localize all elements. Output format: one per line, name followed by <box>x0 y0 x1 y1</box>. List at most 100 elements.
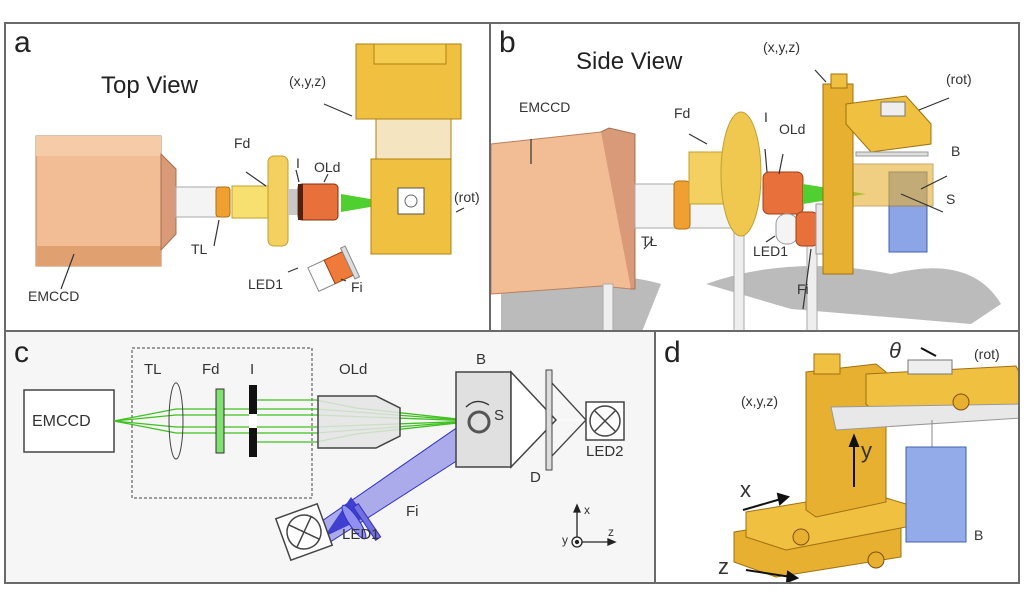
label-tl: TL <box>144 361 162 378</box>
knob <box>792 528 810 546</box>
label-xyz: (x,y,z) <box>763 39 801 55</box>
label-tl: TL <box>191 241 208 257</box>
iris <box>288 189 300 215</box>
objective <box>317 395 401 449</box>
label-rot: (rot) <box>454 189 480 205</box>
tube-lens <box>673 180 691 230</box>
emccd-box <box>23 389 115 453</box>
mounting-plate <box>855 151 929 157</box>
knob <box>952 393 970 411</box>
objective <box>297 183 339 221</box>
mounting-plate <box>830 403 1018 431</box>
leader-lines <box>530 69 950 310</box>
emccd-nose <box>160 152 177 252</box>
filter-wheel <box>267 155 289 247</box>
motion-arrows <box>742 347 937 582</box>
label-fd: Fd <box>674 105 691 121</box>
post <box>733 223 745 330</box>
panel-a-top-view: a Top View EMCCD TL Fd I OLd LED1 Fi (x,… <box>4 22 491 332</box>
rotation-mount <box>907 359 953 375</box>
iris-aperture <box>249 414 257 428</box>
led1-body <box>795 211 819 247</box>
knob <box>867 551 885 569</box>
label-y: y <box>861 438 872 463</box>
emccd-camera <box>35 135 162 267</box>
label-rot: (rot) <box>974 346 1000 362</box>
label-fi: Fi <box>406 503 419 520</box>
label-fd: Fd <box>202 361 220 378</box>
panel-b-title: Side View <box>576 48 683 75</box>
label-b: B <box>476 351 487 368</box>
emccd-camera-bottom <box>36 246 161 266</box>
label-d: D <box>530 469 541 486</box>
panel-c-illustration <box>23 347 625 562</box>
label-i: I <box>296 155 300 171</box>
green-beams <box>113 399 477 443</box>
label-fd: Fd <box>234 135 251 151</box>
label-rot: (rot) <box>946 71 972 87</box>
label-xyz: (x,y,z) <box>741 393 779 409</box>
label-emccd: EMCCD <box>28 288 80 304</box>
tube-lens <box>215 186 231 218</box>
emccd-face <box>600 127 636 290</box>
xyz-stage-cap <box>373 43 447 65</box>
led-lens <box>341 504 367 540</box>
tube <box>175 186 222 218</box>
post <box>602 283 614 330</box>
excitation-filter <box>352 503 382 541</box>
objective <box>762 171 804 215</box>
panel-d-stage: d θ (rot) (x,y,z) y x z B <box>654 330 1020 584</box>
panel-a-illustration <box>35 43 465 293</box>
label-old: OLd <box>314 159 341 175</box>
emission-filter <box>215 388 225 454</box>
axis-label-x: x <box>584 503 590 517</box>
sample-circle <box>467 410 491 434</box>
label-xyz: (x,y,z) <box>289 73 327 89</box>
cuvette <box>905 446 967 543</box>
label-b: B <box>974 527 984 543</box>
led1 <box>307 245 361 293</box>
label-emccd: EMCCD <box>519 99 571 115</box>
label-s: S <box>494 407 505 424</box>
label-led2: LED2 <box>586 443 624 460</box>
label-s: S <box>946 191 956 207</box>
panel-b-side-view: b Side View EMCCD TL Fd I OLd LED1 Fi (x… <box>489 22 1020 332</box>
stage-knob <box>830 73 848 89</box>
panel-letter-a: a <box>14 26 31 59</box>
label-fi: Fi <box>351 279 363 295</box>
axis-label-y: y <box>562 533 568 547</box>
shadow-2 <box>706 266 1001 324</box>
led1-symbol <box>274 502 334 562</box>
diffuser <box>545 369 553 471</box>
label-emccd: EMCCD <box>32 413 91 430</box>
label-led1: LED1 <box>753 243 789 259</box>
sample <box>404 194 418 208</box>
label-fi: Fi <box>797 281 809 297</box>
panel-b-illustration <box>491 69 1001 330</box>
axis-triad <box>571 503 617 548</box>
filter-wheel <box>720 111 762 237</box>
green-beam <box>341 194 376 212</box>
diffuser-cone <box>510 370 558 469</box>
led1 <box>775 213 799 245</box>
label-old: OLd <box>779 121 806 137</box>
panel-a-title: Top View <box>101 72 198 99</box>
rotation-arrow <box>465 400 490 408</box>
label-i: I <box>250 361 255 378</box>
column-knob <box>813 353 841 375</box>
objective-ring <box>298 184 303 220</box>
emccd-camera-top <box>36 136 161 156</box>
tube-lens <box>168 382 184 460</box>
label-theta: θ <box>889 338 901 363</box>
label-led1: LED1 <box>248 276 284 292</box>
label-led1: LED1 <box>342 526 380 543</box>
led2-symbol <box>585 401 625 441</box>
panel-letter-d: d <box>664 336 681 369</box>
axis-label-z: z <box>608 525 614 539</box>
panel-letter-c: c <box>14 336 29 369</box>
label-z: z <box>718 554 729 579</box>
label-tl: TL <box>641 233 658 249</box>
leader-lines <box>60 103 465 290</box>
filter-holder <box>231 185 269 219</box>
stage-base <box>852 163 934 207</box>
